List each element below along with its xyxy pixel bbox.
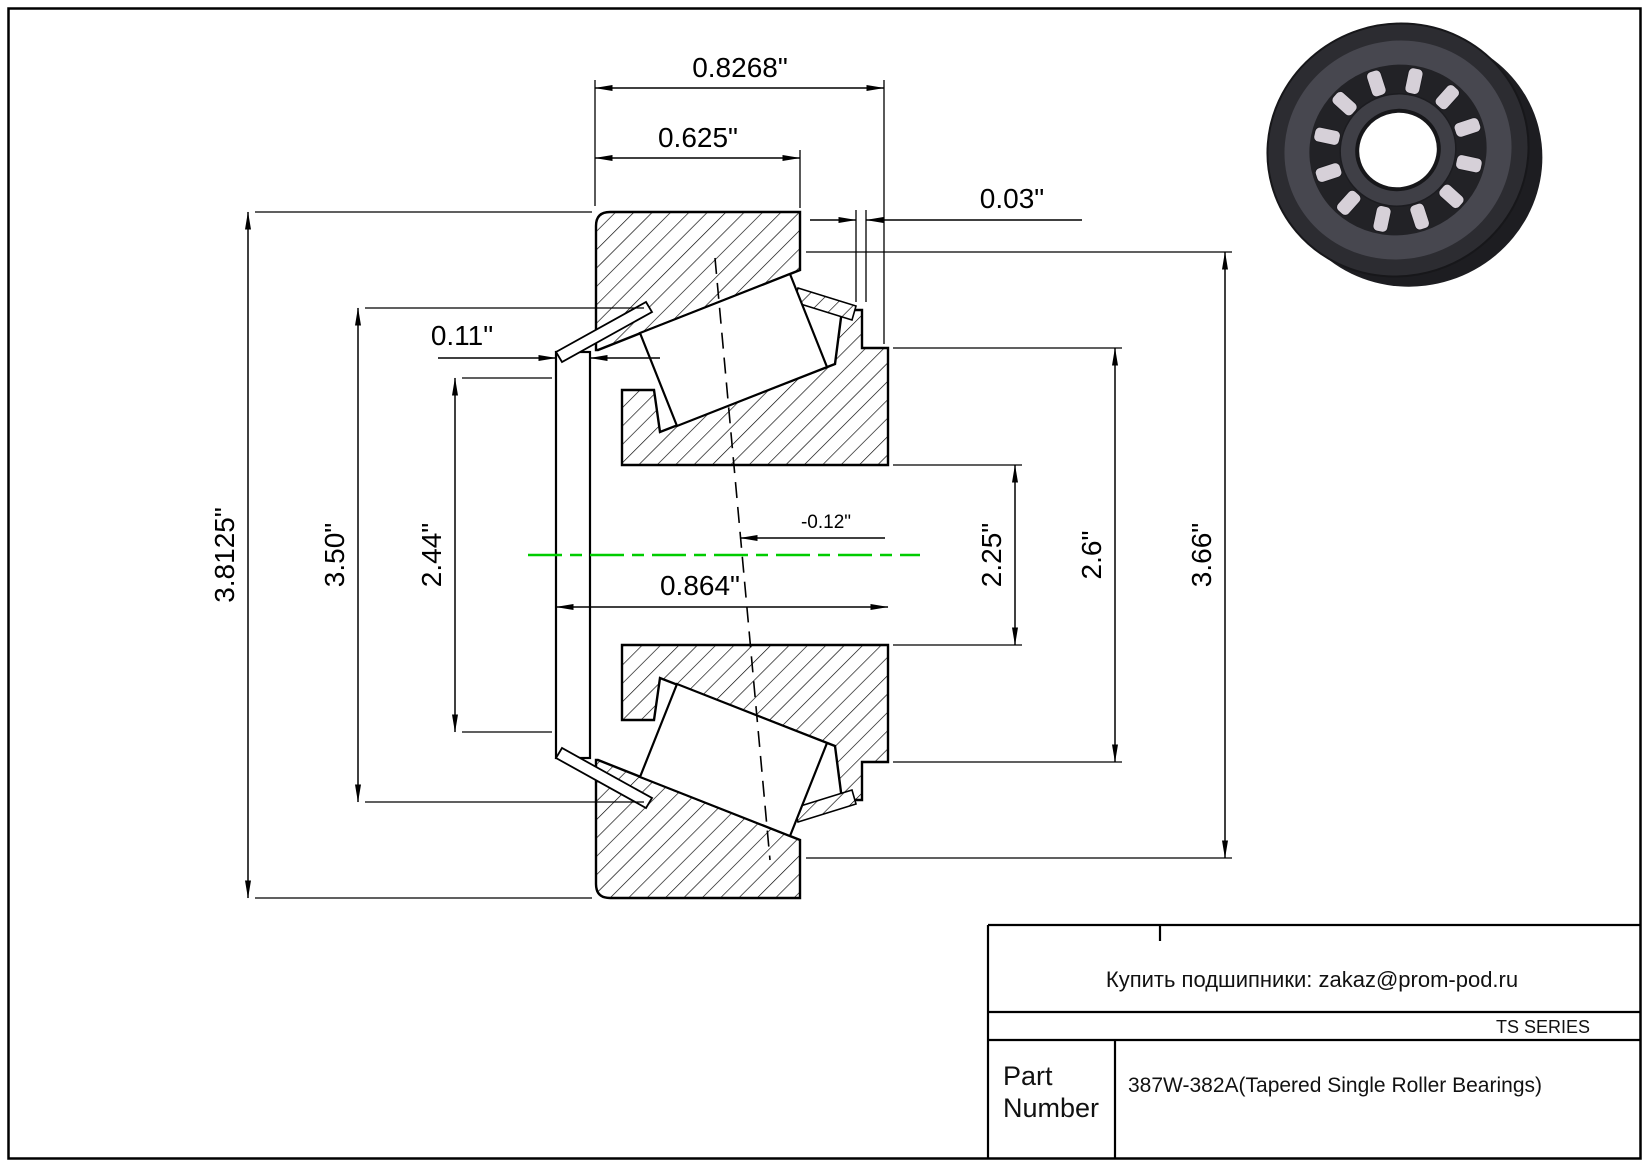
dim-label-cone-back-diameter: 2.6" (1076, 531, 1107, 580)
cone-top-section (620, 308, 890, 467)
bearing-roller (1438, 183, 1465, 210)
bearing-roller (1314, 162, 1343, 183)
bearing-bore (1355, 108, 1441, 192)
dim-label-overall-width: 0.8268" (692, 52, 788, 83)
dim-label-cup-od: 3.8125" (209, 507, 240, 603)
title-block: Купить подшипники: zakaz@prom-pod.ru TS … (986, 923, 1641, 1159)
contact-text: Купить подшипники: zakaz@prom-pod.ru (1106, 967, 1518, 992)
bearing-rollers (1313, 67, 1483, 233)
dim-label-cup-width: 0.625" (658, 122, 738, 153)
slinger-lip-top (554, 300, 654, 364)
roller-axis-line (714, 257, 771, 861)
dimension-flange-diameter: 3.50" (319, 307, 644, 803)
cone-bottom-section (620, 643, 890, 802)
part-number-value: 387W-382A(Tapered Single Roller Bearings… (1128, 1074, 1542, 1097)
bearing-roller (1404, 67, 1424, 95)
bearing-roller (1453, 117, 1482, 138)
dim-label-cone-width: 0.864" (660, 570, 740, 601)
bearing-photo (1266, 22, 1543, 287)
dim-label-rib-diameter: 2.44" (416, 523, 447, 587)
bearing-roller (1313, 126, 1341, 146)
bearing-roller (1372, 205, 1392, 233)
dimension-overall-width: 0.8268" (594, 52, 885, 344)
bearing-roller (1434, 84, 1461, 111)
dim-label-bore: 2.25" (976, 523, 1007, 587)
bearing-roller (1409, 202, 1430, 231)
series-text: TS SERIES (1496, 1017, 1590, 1037)
bearing-roller (1331, 90, 1358, 117)
dimension-cone-width: 0.864" (555, 570, 889, 610)
dim-label-flange-diameter: 3.50" (319, 523, 350, 587)
dimension-rib-diameter: 2.44" (416, 377, 552, 733)
slinger-lip-bottom (554, 746, 654, 810)
part-number-label-line2: Number (1003, 1093, 1099, 1123)
dim-label-center-offset: -0.12" (801, 512, 851, 533)
dimension-cup-front-diameter: 3.66" (806, 251, 1232, 859)
roller-bottom (638, 682, 829, 838)
bearing-roller (1366, 69, 1387, 98)
dimension-cup-od: 3.8125" (209, 211, 592, 899)
sheet-border (7, 7, 1642, 1160)
bearing-roller (1455, 154, 1483, 174)
dimension-cone-back-diameter: 2.6" (893, 347, 1122, 763)
part-number-label-line1: Part (1003, 1061, 1053, 1091)
dim-label-sleeve-thickness: 0.11" (431, 320, 493, 351)
dimension-bore: 2.25" (893, 464, 1022, 646)
dimension-sleeve-thickness: 0.11" (431, 320, 660, 361)
dim-label-protrusion: 0.03" (980, 183, 1044, 214)
roller-top (638, 272, 829, 428)
dimension-cup-width: 0.625" (594, 122, 801, 208)
dimension-center-offset: -0.12" (739, 512, 885, 541)
bearing-roller (1335, 189, 1362, 216)
dim-label-cup-front-diameter: 3.66" (1186, 523, 1217, 587)
dimension-protrusion: 0.03" (810, 183, 1082, 302)
